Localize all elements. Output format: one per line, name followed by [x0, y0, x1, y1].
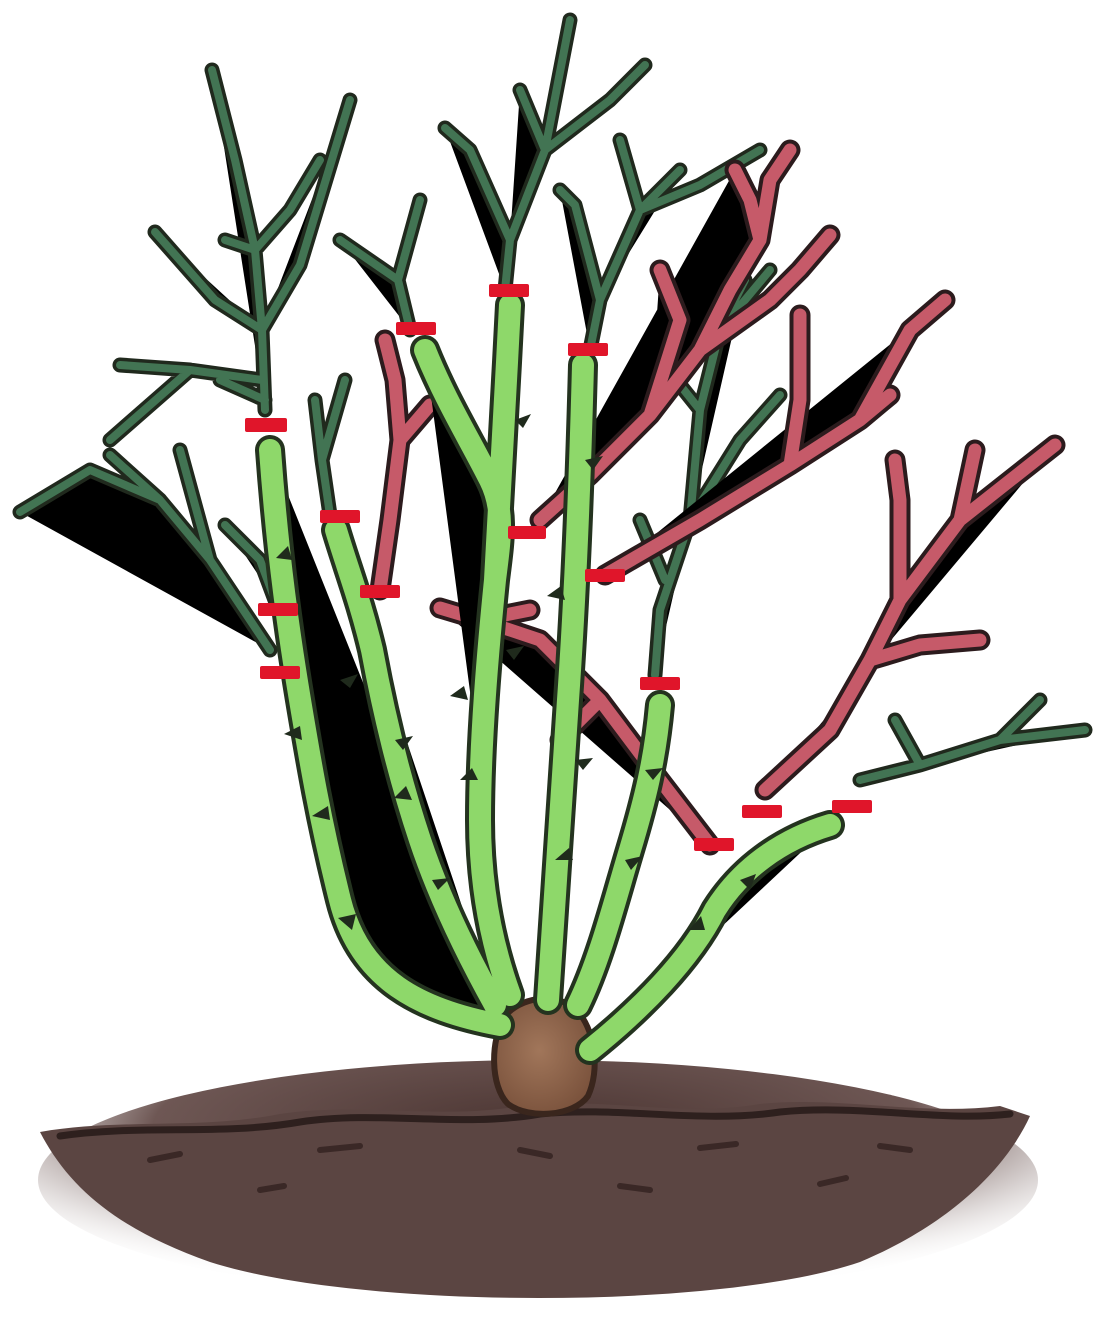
cut-mark-icon: [742, 805, 782, 818]
cut-mark-icon: [396, 322, 436, 335]
cut-mark-icon: [694, 838, 734, 851]
cut-mark-icon: [260, 666, 300, 679]
cut-mark-icon: [640, 677, 680, 690]
cut-mark-icon: [508, 526, 546, 539]
cut-mark-icon: [585, 569, 625, 582]
cut-mark-icon: [360, 585, 400, 598]
cut-mark-icon: [320, 510, 360, 523]
cut-mark-icon: [489, 284, 529, 297]
cut-mark-icon: [568, 343, 608, 356]
cut-mark-icon: [245, 418, 287, 432]
cut-mark-icon: [832, 800, 872, 813]
cut-mark-icon: [258, 603, 298, 616]
